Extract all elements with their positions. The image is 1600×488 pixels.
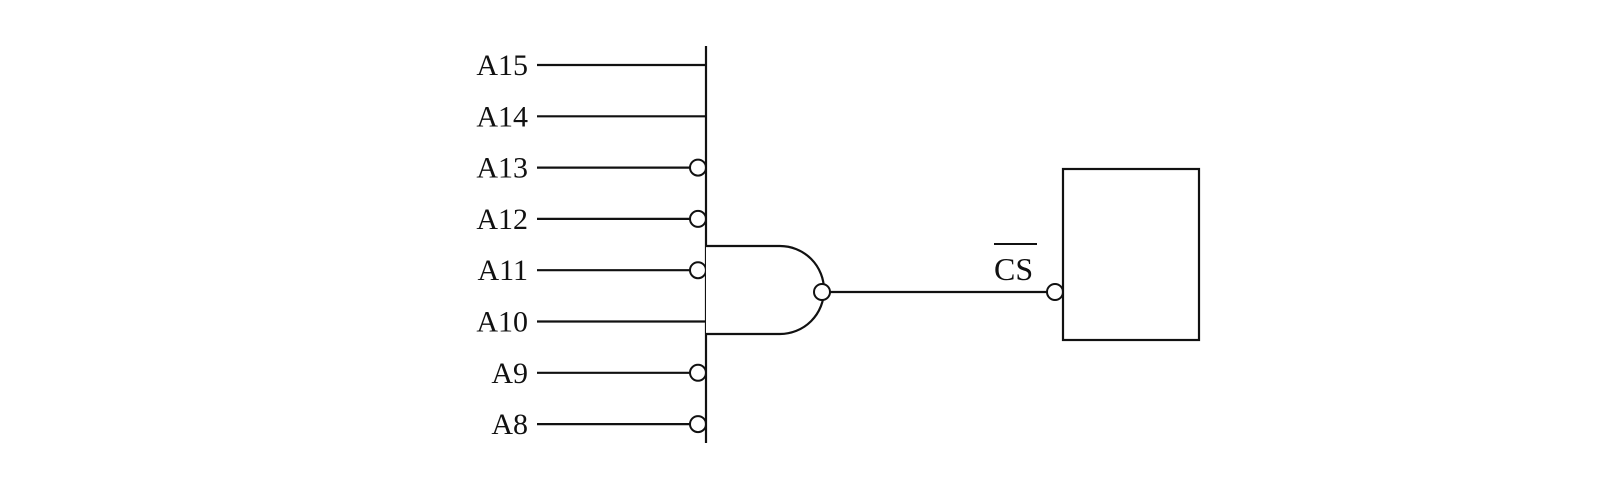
inversion-bubble	[689, 363, 707, 382]
inversion-bubble	[689, 261, 707, 280]
address-line-a10: A10	[476, 306, 706, 339]
address-line-a14: A14	[476, 100, 706, 133]
address-label: A14	[476, 100, 528, 133]
address-label: A9	[491, 357, 528, 390]
chip-input-bubble	[1046, 283, 1064, 301]
nand-output-bubble	[813, 283, 831, 301]
address-label: A13	[476, 152, 528, 185]
address-label: A12	[476, 203, 528, 236]
address-label: A10	[476, 306, 528, 339]
address-line-a13: A13	[476, 152, 707, 185]
inversion-bubble	[689, 209, 707, 228]
nand-gate	[706, 244, 826, 336]
address-line-a8: A8	[491, 408, 707, 441]
address-line-a12: A12	[476, 203, 707, 236]
inversion-bubble	[689, 158, 707, 177]
address-line-a11: A11	[477, 254, 707, 287]
address-line-a9: A9	[491, 357, 707, 390]
address-label: A11	[477, 254, 528, 287]
inversion-bubble	[689, 415, 707, 434]
chip-block	[1061, 167, 1201, 342]
address-label: A15	[476, 49, 528, 82]
address-label: A8	[491, 408, 528, 441]
address-line-a15: A15	[476, 49, 706, 82]
chip-select-label: CS	[994, 251, 1033, 287]
